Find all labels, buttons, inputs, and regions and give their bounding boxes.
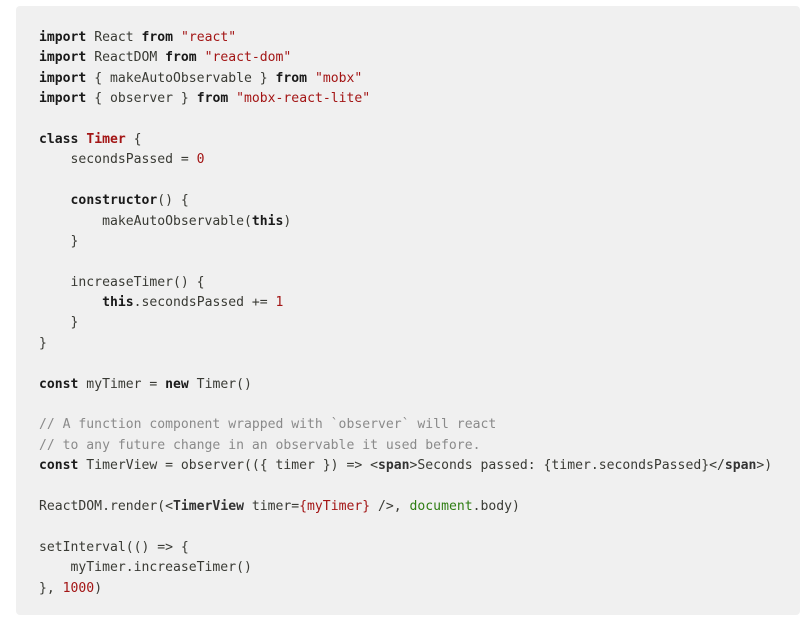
code-token: />, bbox=[370, 498, 410, 514]
code-token: makeAutoObservable( bbox=[39, 213, 252, 229]
code-line: } bbox=[39, 232, 800, 252]
code-token: TimerView = observer(({ timer }) => < bbox=[78, 458, 378, 474]
code-token: "react" bbox=[180, 30, 237, 45]
code-token: import bbox=[39, 70, 87, 86]
code-line: increaseTimer() { bbox=[39, 273, 800, 293]
code-line: ​ bbox=[39, 395, 800, 415]
code-token: from bbox=[275, 70, 308, 86]
code-token: constructor bbox=[70, 193, 158, 209]
code-line: class Timer { bbox=[39, 130, 800, 150]
code-token: document bbox=[409, 498, 473, 514]
code-line: ​ bbox=[39, 252, 800, 272]
code-token: const bbox=[39, 376, 79, 392]
code-token: "mobx" bbox=[314, 70, 363, 86]
code-token: increaseTimer() { bbox=[39, 274, 205, 290]
code-token: >) bbox=[756, 458, 773, 474]
code-token: this bbox=[251, 213, 284, 229]
code-token: span bbox=[377, 458, 410, 474]
code-token: ) bbox=[283, 213, 292, 229]
code-token: import bbox=[39, 30, 87, 45]
code-block: import React from "react"import ReactDOM… bbox=[16, 6, 800, 615]
code-token: ReactDOM.render(< bbox=[39, 498, 174, 514]
code-token: import bbox=[39, 50, 87, 66]
code-token: // A function component wrapped with `ob… bbox=[39, 417, 497, 433]
code-line: import { makeAutoObservable } from "mobx… bbox=[39, 69, 800, 89]
code-token bbox=[173, 30, 181, 45]
code-line: myTimer.increaseTimer() bbox=[39, 558, 800, 578]
code-line: ​ bbox=[39, 171, 800, 191]
code-token: myTimer = bbox=[78, 376, 166, 392]
code-line: this.secondsPassed += 1 bbox=[39, 293, 800, 313]
code-token: myTimer.increaseTimer() bbox=[39, 560, 252, 576]
code-line: secondsPassed = 0 bbox=[39, 150, 800, 170]
code-token: } bbox=[39, 335, 47, 351]
code-token: const bbox=[39, 458, 79, 474]
code-token: timer= bbox=[243, 498, 300, 514]
code-token: // to any future change in an observable… bbox=[39, 437, 481, 453]
code-line: ​ bbox=[39, 354, 800, 374]
code-line: ​ bbox=[39, 477, 800, 497]
code-token: }, bbox=[39, 580, 63, 596]
code-token: secondsPassed = bbox=[39, 152, 197, 168]
code-token: { observer } bbox=[86, 91, 197, 107]
code-token: Timer() bbox=[188, 376, 252, 392]
code-token: new bbox=[165, 376, 189, 392]
code-token: >Seconds passed: {timer.secondsPassed}</ bbox=[409, 458, 725, 474]
code-token: ) bbox=[94, 580, 103, 596]
code-token: 1000 bbox=[62, 580, 95, 596]
code-line: constructor() { bbox=[39, 191, 800, 211]
code-token bbox=[39, 193, 71, 208]
code-line: import { observer } from "mobx-react-lit… bbox=[39, 89, 800, 109]
code-token bbox=[228, 91, 236, 106]
code-line: makeAutoObservable(this) bbox=[39, 212, 800, 232]
code-token: "react-dom" bbox=[204, 50, 292, 66]
code-token: 1 bbox=[275, 295, 284, 311]
code-token: "mobx-react-lite" bbox=[236, 91, 371, 107]
code-token: Timer bbox=[86, 131, 126, 147]
code-line: // A function component wrapped with `ob… bbox=[39, 415, 800, 435]
code-token: React bbox=[86, 30, 142, 45]
code-token: } bbox=[39, 315, 79, 331]
code-token: .secondsPassed += bbox=[133, 295, 276, 311]
code-token: () { bbox=[157, 193, 189, 209]
code-line: import React from "react" bbox=[39, 28, 800, 48]
code-token: {myTimer} bbox=[299, 498, 371, 514]
code-line: ReactDOM.render(<TimerView timer={myTime… bbox=[39, 497, 800, 517]
code-token: from bbox=[165, 50, 197, 66]
code-token: { makeAutoObservable } bbox=[86, 70, 276, 86]
code-token: span bbox=[724, 458, 757, 474]
code-line: } bbox=[39, 313, 800, 333]
code-content: import React from "react"import ReactDOM… bbox=[39, 28, 800, 599]
code-token: { bbox=[125, 131, 142, 147]
code-token: .body) bbox=[472, 498, 520, 514]
code-token: 0 bbox=[196, 152, 205, 168]
code-token: setInterval(() => { bbox=[39, 539, 189, 555]
code-line: const TimerView = observer(({ timer }) =… bbox=[39, 456, 800, 476]
code-line: setInterval(() => { bbox=[39, 538, 800, 558]
code-token bbox=[197, 50, 205, 65]
code-line: ​ bbox=[39, 110, 800, 130]
code-line: }, 1000) bbox=[39, 579, 800, 599]
code-token: ReactDOM bbox=[86, 50, 166, 66]
code-token: TimerView bbox=[173, 498, 244, 514]
code-token: from bbox=[196, 91, 229, 107]
code-token: from bbox=[141, 30, 174, 45]
code-token bbox=[307, 71, 315, 86]
code-token: class bbox=[39, 131, 79, 147]
code-token: this bbox=[102, 295, 134, 311]
code-line: // to any future change in an observable… bbox=[39, 436, 800, 456]
code-line: } bbox=[39, 334, 800, 354]
code-token bbox=[39, 295, 102, 310]
code-line: ​ bbox=[39, 517, 800, 537]
code-line: import ReactDOM from "react-dom" bbox=[39, 48, 800, 68]
code-line: const myTimer = new Timer() bbox=[39, 375, 800, 395]
code-token: } bbox=[39, 233, 79, 249]
code-token: import bbox=[39, 91, 87, 107]
